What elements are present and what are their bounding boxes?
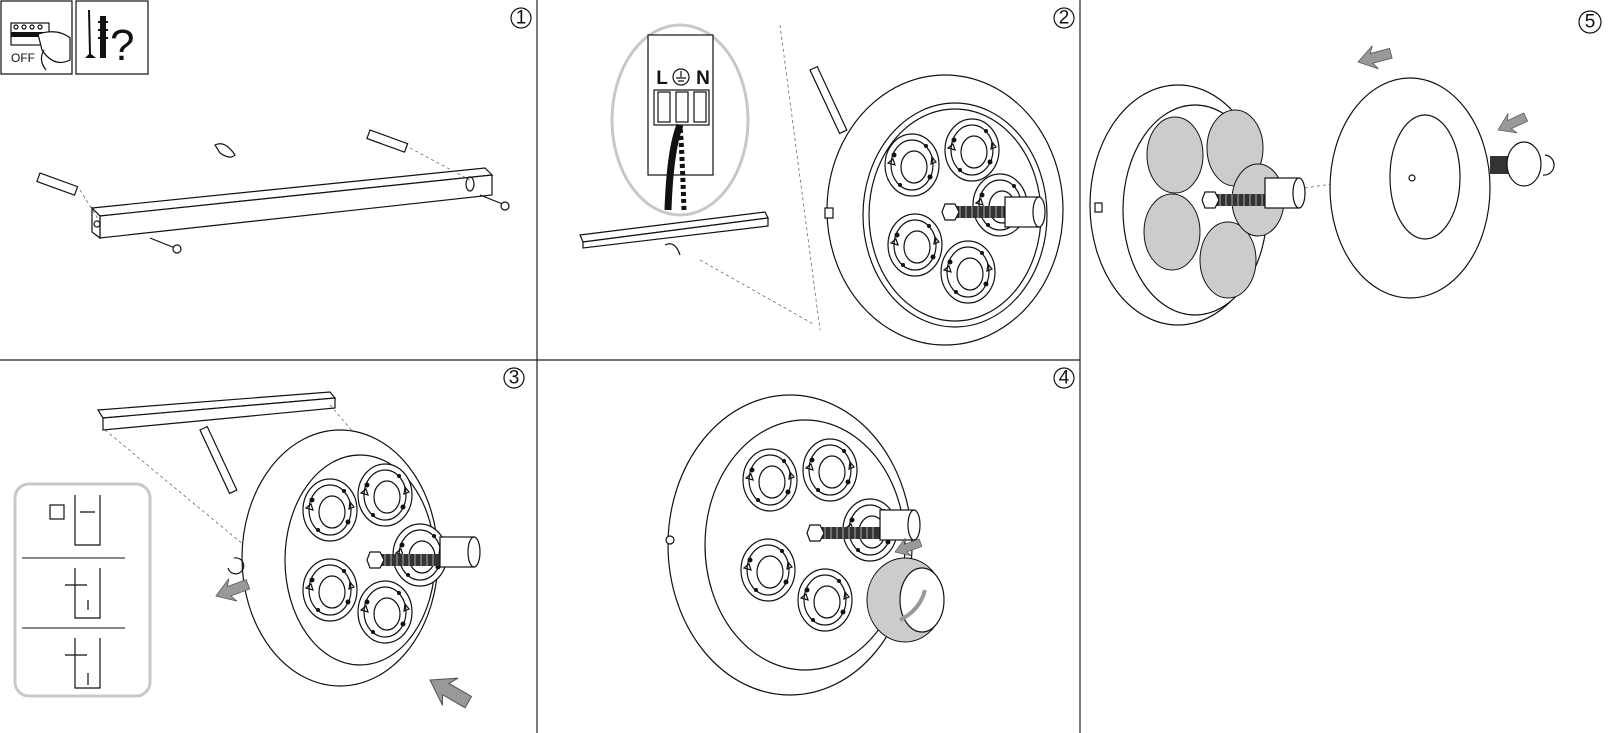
lamp-body	[824, 74, 1064, 346]
svg-text:2: 2	[1059, 8, 1070, 29]
tools-required-icon: ?	[75, 0, 149, 75]
off-label: OFF	[11, 51, 35, 65]
cover-cap-icon	[1490, 141, 1555, 187]
detail-callout	[13, 482, 152, 698]
lamp-body	[241, 429, 481, 687]
cover-glass	[1329, 77, 1491, 299]
rotate-icon	[227, 557, 245, 575]
live-terminal-label: L	[656, 68, 668, 89]
svg-text:3: 3	[509, 368, 520, 389]
step-number-3: 3	[503, 367, 525, 389]
step-number-1: 1	[510, 7, 532, 29]
panel-1-bracket-mounting	[36, 129, 510, 254]
panel-2-wiring: L N	[579, 23, 1064, 346]
rotate-icon	[899, 589, 927, 622]
panel-3-mounting-lamp	[13, 391, 481, 717]
svg-text:4: 4	[1059, 368, 1070, 389]
arrow-icon	[1354, 41, 1395, 74]
screw-icon	[149, 194, 510, 254]
bulb-icon	[866, 557, 945, 643]
panel-5-cover-fitting	[1089, 41, 1555, 326]
lamp-body	[665, 394, 921, 696]
step-number-5: 5	[1578, 10, 1602, 34]
svg-text:1: 1	[516, 8, 527, 29]
neutral-terminal-label: N	[696, 68, 710, 89]
step-number-4: 4	[1053, 367, 1075, 389]
arrow-icon	[1493, 106, 1531, 141]
wall-plug-icon	[36, 129, 409, 196]
svg-text:5: 5	[1585, 12, 1596, 33]
power-off-icon: OFF	[0, 0, 73, 75]
question-mark: ?	[110, 21, 134, 70]
panel-4-bulb-installation	[665, 394, 945, 696]
step-number-2: 2	[1053, 7, 1075, 29]
earth-symbol-icon	[672, 68, 690, 86]
arrow-icon	[421, 665, 477, 717]
lamp-body	[1089, 84, 1306, 326]
